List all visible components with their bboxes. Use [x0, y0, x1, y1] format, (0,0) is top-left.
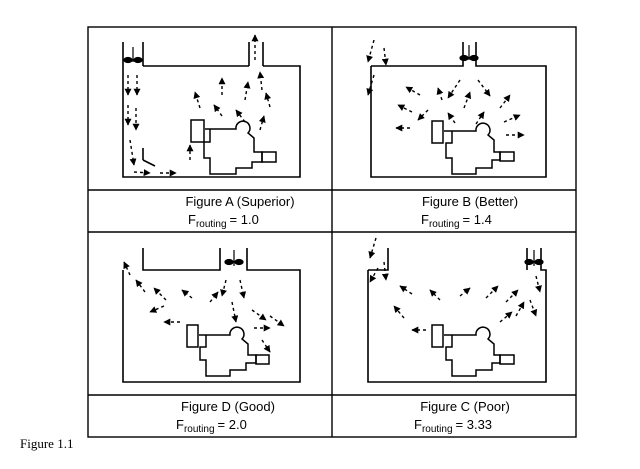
airflow-arrows: [124, 34, 272, 177]
airflow-arrows: [368, 237, 542, 334]
room-wall: [370, 42, 547, 178]
panel-a-value: = 1.0: [230, 212, 259, 227]
panel-c-diagram: [367, 237, 547, 383]
airflow-arrows: [366, 39, 525, 139]
panel-c-label-sub: routing: [422, 424, 453, 435]
airflow-arrows: [123, 261, 285, 353]
panel-c-title: Figure C (Poor): [420, 399, 510, 414]
fan-icon: [459, 45, 479, 62]
room-wall: [122, 248, 301, 383]
panel-b-caption: Figure B (Better) Frouting= 1.4: [421, 194, 518, 230]
panel-b-value: = 1.4: [463, 212, 492, 227]
svg-text:Frouting= 3.33: Frouting= 3.33: [414, 417, 492, 435]
panel-b-label-main: F: [421, 212, 429, 227]
panel-c-label-main: F: [414, 417, 422, 432]
figure-label: Figure 1.1: [20, 436, 74, 451]
panel-a-label-main: F: [188, 212, 196, 227]
engine-icon: [431, 120, 515, 175]
panel-c-caption: Figure C (Poor) Frouting= 3.33: [414, 399, 510, 435]
panel-b-diagram: [366, 39, 547, 178]
panel-d-value: = 2.0: [218, 417, 247, 432]
panel-d-caption: Figure D (Good) Frouting= 2.0: [176, 399, 275, 435]
figure-grid: [87, 26, 577, 438]
svg-text:Frouting= 1.0: Frouting= 1.0: [188, 212, 259, 230]
engine-icon: [431, 324, 515, 377]
room-wall: [367, 248, 547, 383]
room-wall: [122, 42, 301, 178]
engine-icon: [190, 119, 277, 175]
panel-b-label-sub: routing: [429, 219, 460, 230]
panel-d-label-sub: routing: [184, 424, 215, 435]
panel-a-label-sub: routing: [196, 219, 227, 230]
panel-a-diagram: [122, 34, 301, 178]
svg-text:Frouting= 2.0: Frouting= 2.0: [176, 417, 247, 435]
panel-c-value: = 3.33: [456, 417, 493, 432]
panel-d-title: Figure D (Good): [181, 399, 275, 414]
panel-a-caption: Figure A (Superior) Frouting= 1.0: [185, 194, 294, 230]
svg-text:Frouting= 1.4: Frouting= 1.4: [421, 212, 492, 230]
panel-d-diagram: [122, 248, 301, 383]
engine-icon: [186, 324, 270, 377]
panel-a-title: Figure A (Superior): [185, 194, 294, 209]
panel-b-title: Figure B (Better): [422, 194, 518, 209]
fan-icon: [524, 250, 544, 266]
fan-icon: [123, 47, 143, 64]
panel-d-label-main: F: [176, 417, 184, 432]
fan-icon: [224, 250, 244, 266]
